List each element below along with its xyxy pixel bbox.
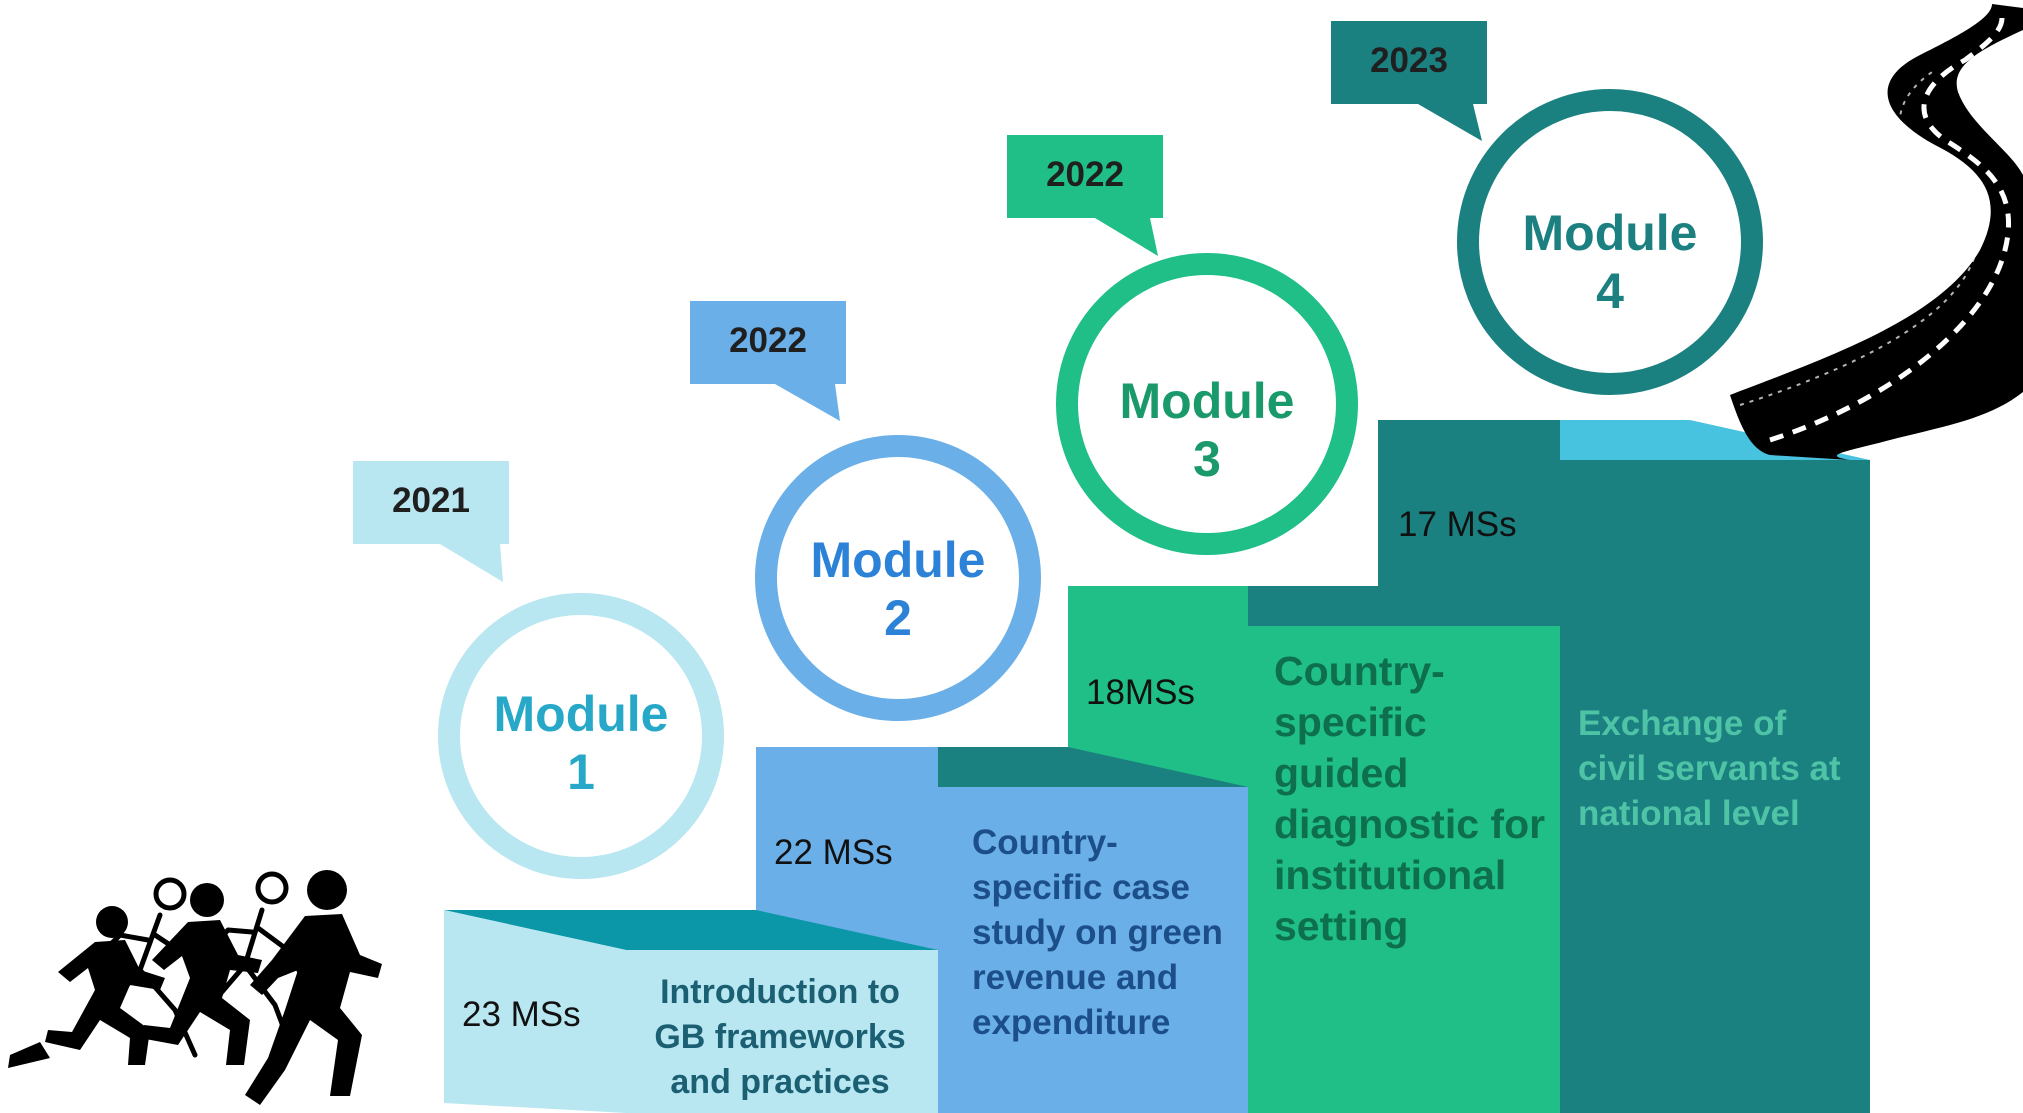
- module-4-description: Exchange of civil servants at national l…: [1578, 704, 1841, 833]
- module-3-description: Country-specific guided diagnostic for i…: [1274, 648, 1546, 949]
- year-bubble-4: [1331, 21, 1487, 141]
- module-1-description: Introduction to GB frameworks and practi…: [654, 973, 906, 1101]
- module-1-number: 1: [567, 744, 595, 800]
- module-2-member-states: 22 MSs: [774, 833, 893, 872]
- module-4-title: Module 4: [1490, 204, 1730, 320]
- module-1-word: Module: [493, 686, 669, 742]
- year-label-4: 2023: [1370, 41, 1448, 80]
- module-2-title: Module 2: [778, 531, 1018, 647]
- module-3-word: Module: [1119, 373, 1295, 429]
- module-2-number: 2: [884, 590, 912, 646]
- module-1-title: Module 1: [461, 685, 701, 801]
- running-people-icon: [8, 870, 382, 1105]
- module-3-title: Module 3: [1087, 372, 1327, 488]
- module-1-member-states: 23 MSs: [462, 995, 581, 1034]
- year-bubble-1: [353, 461, 509, 582]
- year-bubble-2: [690, 301, 846, 421]
- module-2-ring: [755, 435, 1041, 721]
- module-2-description: Country-specific case study on green rev…: [972, 823, 1223, 1042]
- module-4-number: 4: [1596, 263, 1624, 319]
- year-bubble-3: [1007, 135, 1163, 256]
- year-label-3: 2022: [1046, 155, 1124, 194]
- step-4-block: [1378, 420, 1870, 1113]
- year-label-1: 2021: [392, 481, 470, 520]
- module-1-ring: [438, 593, 724, 879]
- module-3-number: 3: [1193, 431, 1221, 487]
- year-label-2: 2022: [729, 321, 807, 360]
- module-3-member-states: 18MSs: [1086, 673, 1195, 712]
- step-1-block: [444, 910, 938, 1113]
- module-4-member-states: 17 MSs: [1398, 505, 1517, 544]
- module-4-word: Module: [1522, 205, 1698, 261]
- module-4-ring: [1457, 89, 1763, 395]
- module-3-ring: [1056, 253, 1358, 555]
- winding-road-icon: [1730, 4, 2023, 460]
- module-2-word: Module: [810, 532, 986, 588]
